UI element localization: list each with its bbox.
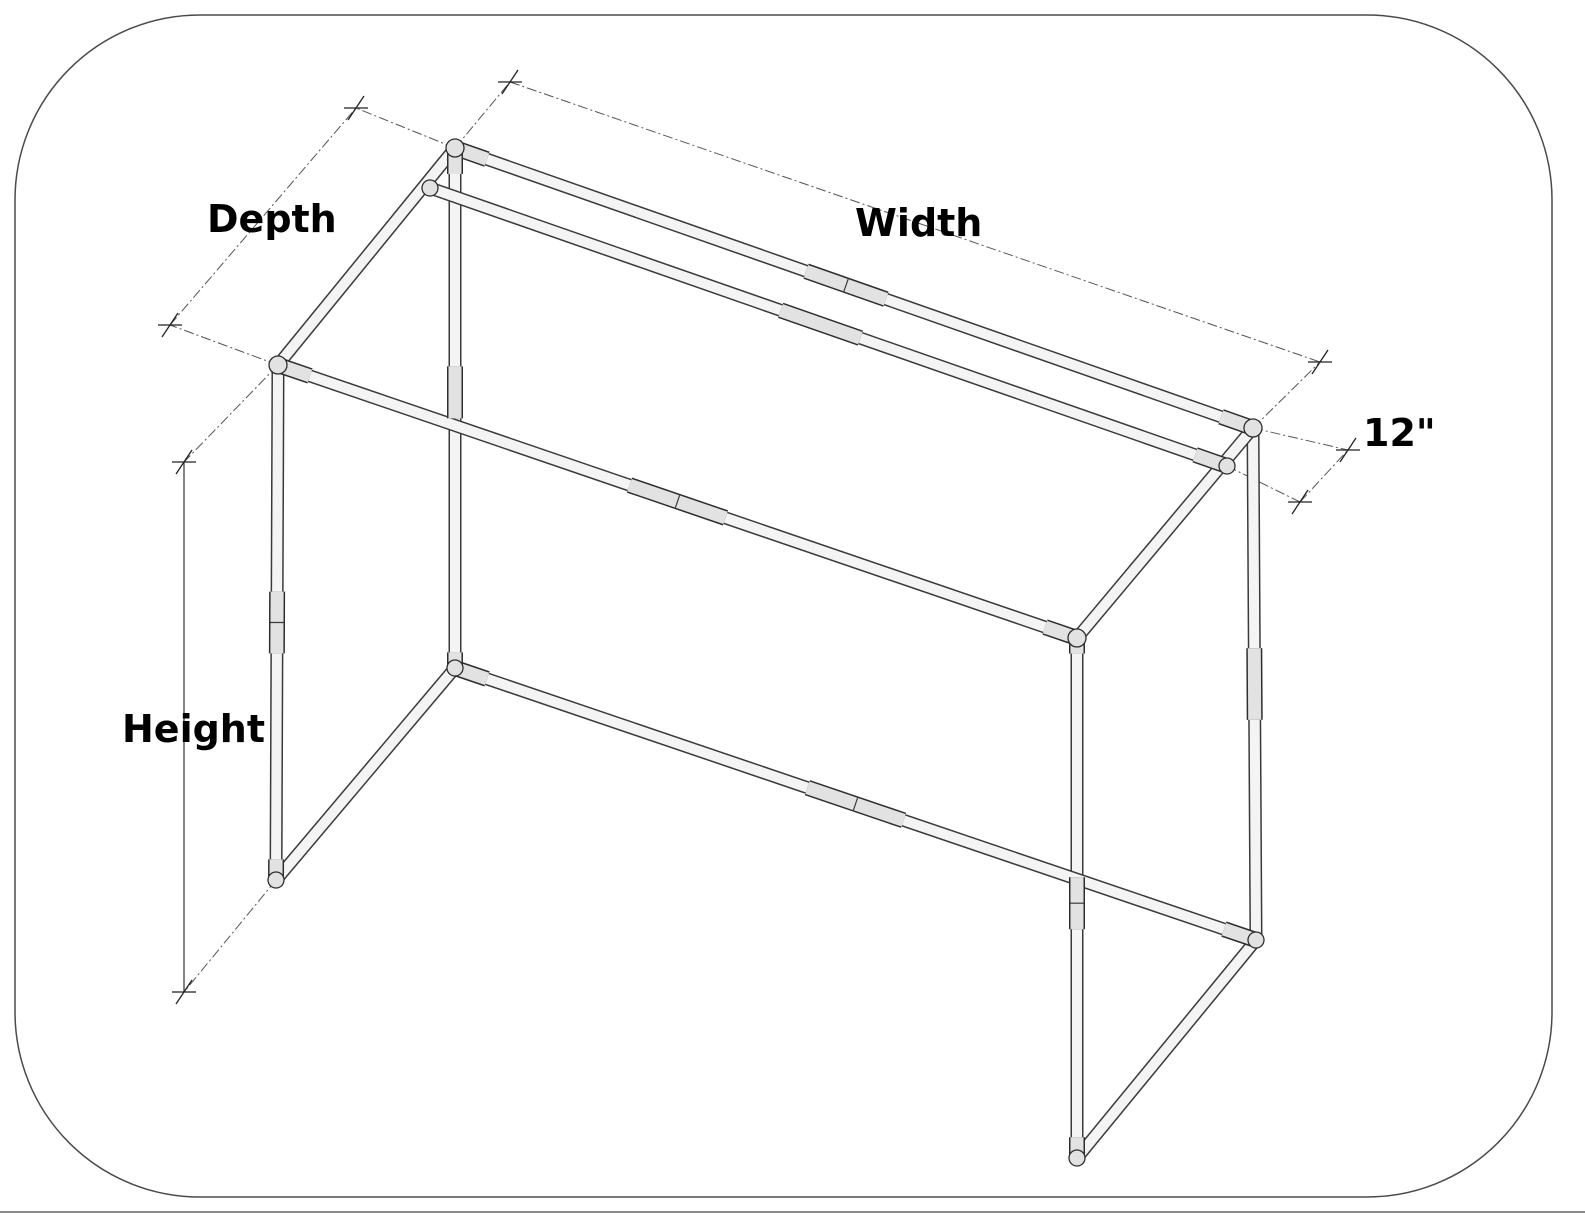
height-extension-top bbox=[184, 365, 278, 462]
width-extension-right bbox=[1253, 362, 1320, 428]
fitting-top-front-right bbox=[1068, 629, 1086, 647]
fitting-top-inner-left bbox=[422, 180, 438, 196]
height-label: Height bbox=[122, 707, 265, 751]
pipe-frame bbox=[271, 148, 1256, 1158]
fitting-top-inner-right bbox=[1219, 458, 1235, 474]
pipe-fittings bbox=[268, 139, 1264, 1166]
height-extension-bottom bbox=[184, 880, 276, 992]
side-depth-dimension-line bbox=[1300, 450, 1348, 502]
fitting-bottom-front-left bbox=[268, 872, 284, 888]
diagram-border bbox=[15, 15, 1552, 1197]
coupler-top-inner-fill bbox=[781, 310, 861, 338]
width-extension-left bbox=[455, 82, 510, 148]
pipe-bottom-left-depth-fill bbox=[276, 668, 455, 880]
side-depth-extension-top bbox=[1253, 428, 1348, 450]
pipe-bottom-right-depth bbox=[1077, 940, 1256, 1158]
width-label: Width bbox=[855, 201, 982, 245]
depth-label: Depth bbox=[207, 197, 337, 241]
fitting-bottom-back-right bbox=[1248, 932, 1264, 948]
pipe-bottom-right-depth-fill bbox=[1077, 940, 1256, 1158]
dimension-lines bbox=[158, 70, 1360, 1004]
depth-extension-front bbox=[170, 325, 278, 365]
fitting-bottom-back-left bbox=[447, 660, 463, 676]
fitting-top-back-left bbox=[446, 139, 464, 157]
side-depth-label: 12" bbox=[1363, 411, 1436, 455]
pipe-bottom-left-depth bbox=[276, 668, 455, 880]
fitting-top-front-left bbox=[269, 356, 287, 374]
depth-extension-back bbox=[356, 108, 455, 148]
fitting-top-back-right bbox=[1244, 419, 1262, 437]
fitting-bottom-front-right bbox=[1069, 1150, 1085, 1166]
side-depth-extension-bottom bbox=[1227, 466, 1300, 502]
